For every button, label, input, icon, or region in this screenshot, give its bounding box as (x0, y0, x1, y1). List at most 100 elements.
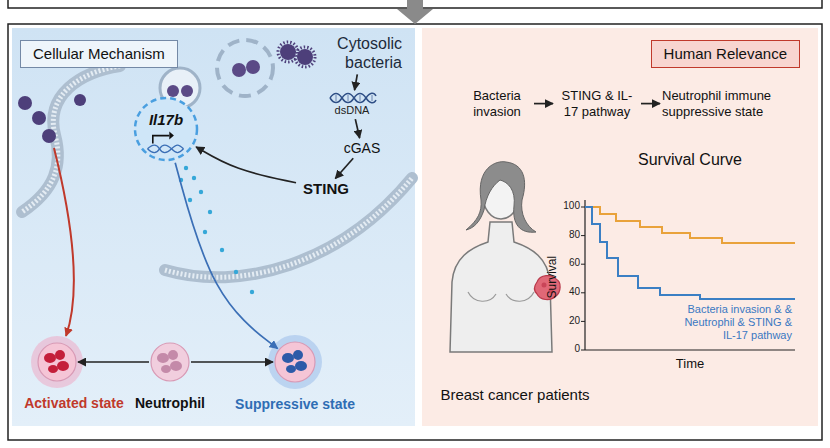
nucleus-outline (135, 98, 197, 160)
transcription-arrow (153, 136, 170, 144)
flow-arrow (397, 0, 433, 24)
cytokine-dot (179, 178, 183, 182)
suppressive-cell: Suppressive state (275, 342, 315, 382)
cytokine-dot (234, 270, 238, 274)
bacterium (18, 96, 32, 110)
tick-label: 20 (556, 315, 580, 327)
bacterium (280, 44, 296, 60)
x-axis (585, 349, 795, 350)
bacteria-label: Cytosolic bacteria (320, 34, 402, 72)
cell-nucleus (293, 350, 303, 360)
panel-heading: Human Relevance (651, 40, 800, 68)
axis-tick (581, 292, 585, 293)
dna-strand (148, 145, 184, 153)
cell-nucleus (295, 361, 307, 371)
axis-tick (581, 235, 585, 236)
cell-glow (31, 336, 83, 388)
dna-strand (330, 93, 376, 102)
cytokine-dot (250, 290, 254, 294)
bacterium (246, 60, 260, 74)
axis-tick (581, 350, 585, 351)
bacterium (297, 49, 313, 65)
adaptor-node: STING (298, 180, 354, 198)
transcription-arrow-head (169, 132, 174, 140)
cell-shape (151, 343, 189, 381)
bacterium (74, 94, 86, 106)
cytokine-dot (220, 248, 224, 252)
dna-strand (330, 94, 376, 103)
cell-nucleus (48, 365, 58, 373)
relevance-panel: Human RelevanceBacteria invasion STING & … (422, 28, 818, 426)
cell-body (275, 342, 315, 382)
node-label: Suppressive state (235, 396, 355, 413)
body-contour (506, 292, 534, 301)
dna-rung (336, 95, 337, 101)
nucleus-shape (133, 96, 199, 162)
axis-title: Time (665, 356, 715, 372)
dna-helix (327, 92, 377, 104)
tick-label: 0 (556, 343, 580, 355)
cell-body (151, 343, 189, 381)
patient-caption: Breast cancer patients (430, 386, 600, 404)
sensor-node: cGAS (338, 140, 386, 157)
cytokine-dot (188, 198, 192, 202)
node-label: dsDNA (327, 104, 377, 117)
cell-nucleus (282, 353, 294, 363)
node-label: cGAS (338, 140, 386, 157)
cell-nucleus (170, 361, 182, 371)
bacterium (42, 129, 56, 143)
step-box: Bacteria invasion (462, 88, 532, 119)
node-label: Cytosolic bacteria (320, 34, 402, 72)
dna-strand (148, 145, 184, 153)
neutrophil-cell: Neutrophil (151, 343, 189, 381)
bacterium (181, 85, 193, 97)
dna-rung (372, 95, 373, 101)
dna-rung (348, 95, 349, 101)
node-label: Neutrophil immune suppressive state (662, 88, 792, 119)
outer-frame (8, 24, 822, 440)
cell-nucleus (161, 365, 171, 373)
node-label: Breast cancer patients (430, 386, 600, 404)
step-box: Neutrophil immune suppressive state (662, 88, 792, 119)
bacterium (32, 111, 46, 125)
axis-tick (581, 264, 585, 265)
cell-shape (275, 342, 315, 382)
step-box: STING & IL-17 pathway (555, 88, 639, 119)
axis-title: Survival (545, 247, 559, 307)
cell-nucleus (168, 350, 178, 360)
curve-label: Bacteria invasion & & Neutrophil & STING… (672, 303, 792, 343)
dna-node: dsDNA (327, 92, 377, 117)
cytokine-dot (208, 210, 212, 214)
dna-rung (360, 95, 361, 101)
bacterium (167, 85, 179, 97)
cell-body (38, 343, 76, 381)
node-label: STING & IL-17 pathway (555, 88, 639, 119)
cell-nucleus (157, 353, 169, 363)
node-label: Activated state (24, 395, 124, 412)
node-label: Bacteria invasion (462, 88, 532, 119)
cytokine-dot (184, 166, 188, 170)
bacterium (232, 63, 246, 77)
tick-label: 100 (556, 200, 580, 212)
cell-shape (38, 343, 76, 381)
chart-title: Survival Curve (615, 150, 765, 169)
cell-nucleus (57, 361, 69, 371)
tick-label: 80 (556, 229, 580, 241)
axis-tick (581, 207, 585, 208)
node-label: Il17b (133, 111, 199, 129)
activated-cell: Activated state (38, 343, 76, 381)
cytokine-dot (192, 176, 196, 180)
cytokine-dot (199, 190, 203, 194)
cell-nucleus (286, 365, 296, 373)
panel-heading: Cellular Mechanism (20, 40, 178, 68)
y-axis (584, 200, 585, 350)
tick-label: 60 (556, 257, 580, 269)
body-contour (468, 292, 496, 301)
cytokine-dot (203, 230, 207, 234)
cell-glow (268, 335, 322, 389)
node-label: Neutrophil (135, 395, 205, 412)
tick-label: 40 (556, 286, 580, 298)
axis-tick (581, 321, 585, 322)
cell-nucleus (44, 353, 56, 363)
